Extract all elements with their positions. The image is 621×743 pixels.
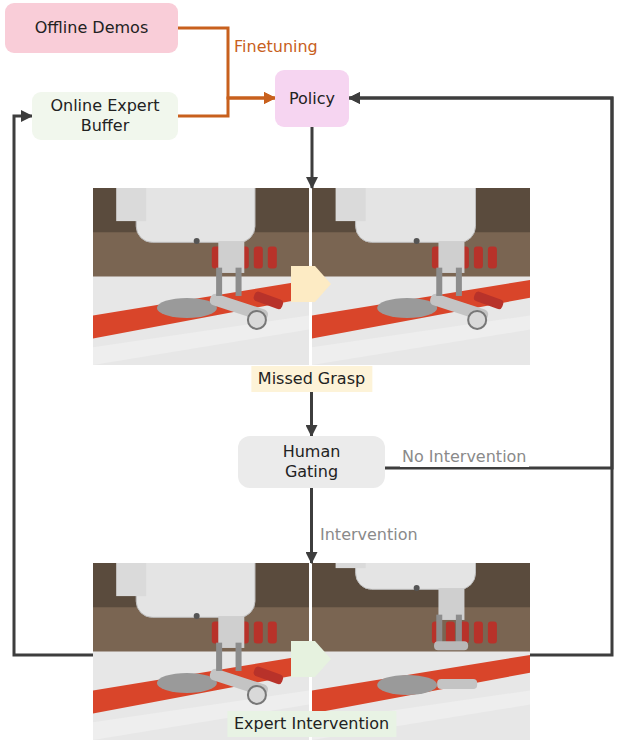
edge-label: Finetuning <box>232 37 320 57</box>
gating-box: Human Gating <box>238 436 385 488</box>
edge-label: No Intervention <box>400 447 529 467</box>
flow-arrow <box>349 98 612 468</box>
edge-label: Intervention <box>318 525 420 545</box>
photo-half <box>312 188 530 365</box>
flow-arrow <box>14 116 93 655</box>
flow-arrow <box>310 488 313 563</box>
box-label: Online Expert Buffer <box>41 96 169 136</box>
step-arrow <box>291 641 331 677</box>
box-label: Policy <box>289 89 335 109</box>
photo-panel <box>93 168 530 365</box>
panel-caption: Expert Intervention <box>227 711 396 737</box>
flow-arrow <box>349 98 612 655</box>
data-box: Offline Demos <box>5 3 178 53</box>
panel-caption: Missed Grasp <box>251 366 372 392</box>
box-label: Offline Demos <box>35 18 148 38</box>
policy-box: Policy <box>275 70 349 127</box>
flow-arrow <box>178 98 275 116</box>
step-arrow <box>291 266 331 302</box>
photo-node: Missed Grasp <box>93 188 530 392</box>
buffer-box: Online Expert Buffer <box>32 92 178 140</box>
flow-arrow <box>310 392 313 436</box>
box-label: Human Gating <box>267 442 357 482</box>
flow-arrow <box>311 127 314 188</box>
photo-half <box>93 188 309 365</box>
photo-node: Expert Intervention <box>93 563 530 740</box>
